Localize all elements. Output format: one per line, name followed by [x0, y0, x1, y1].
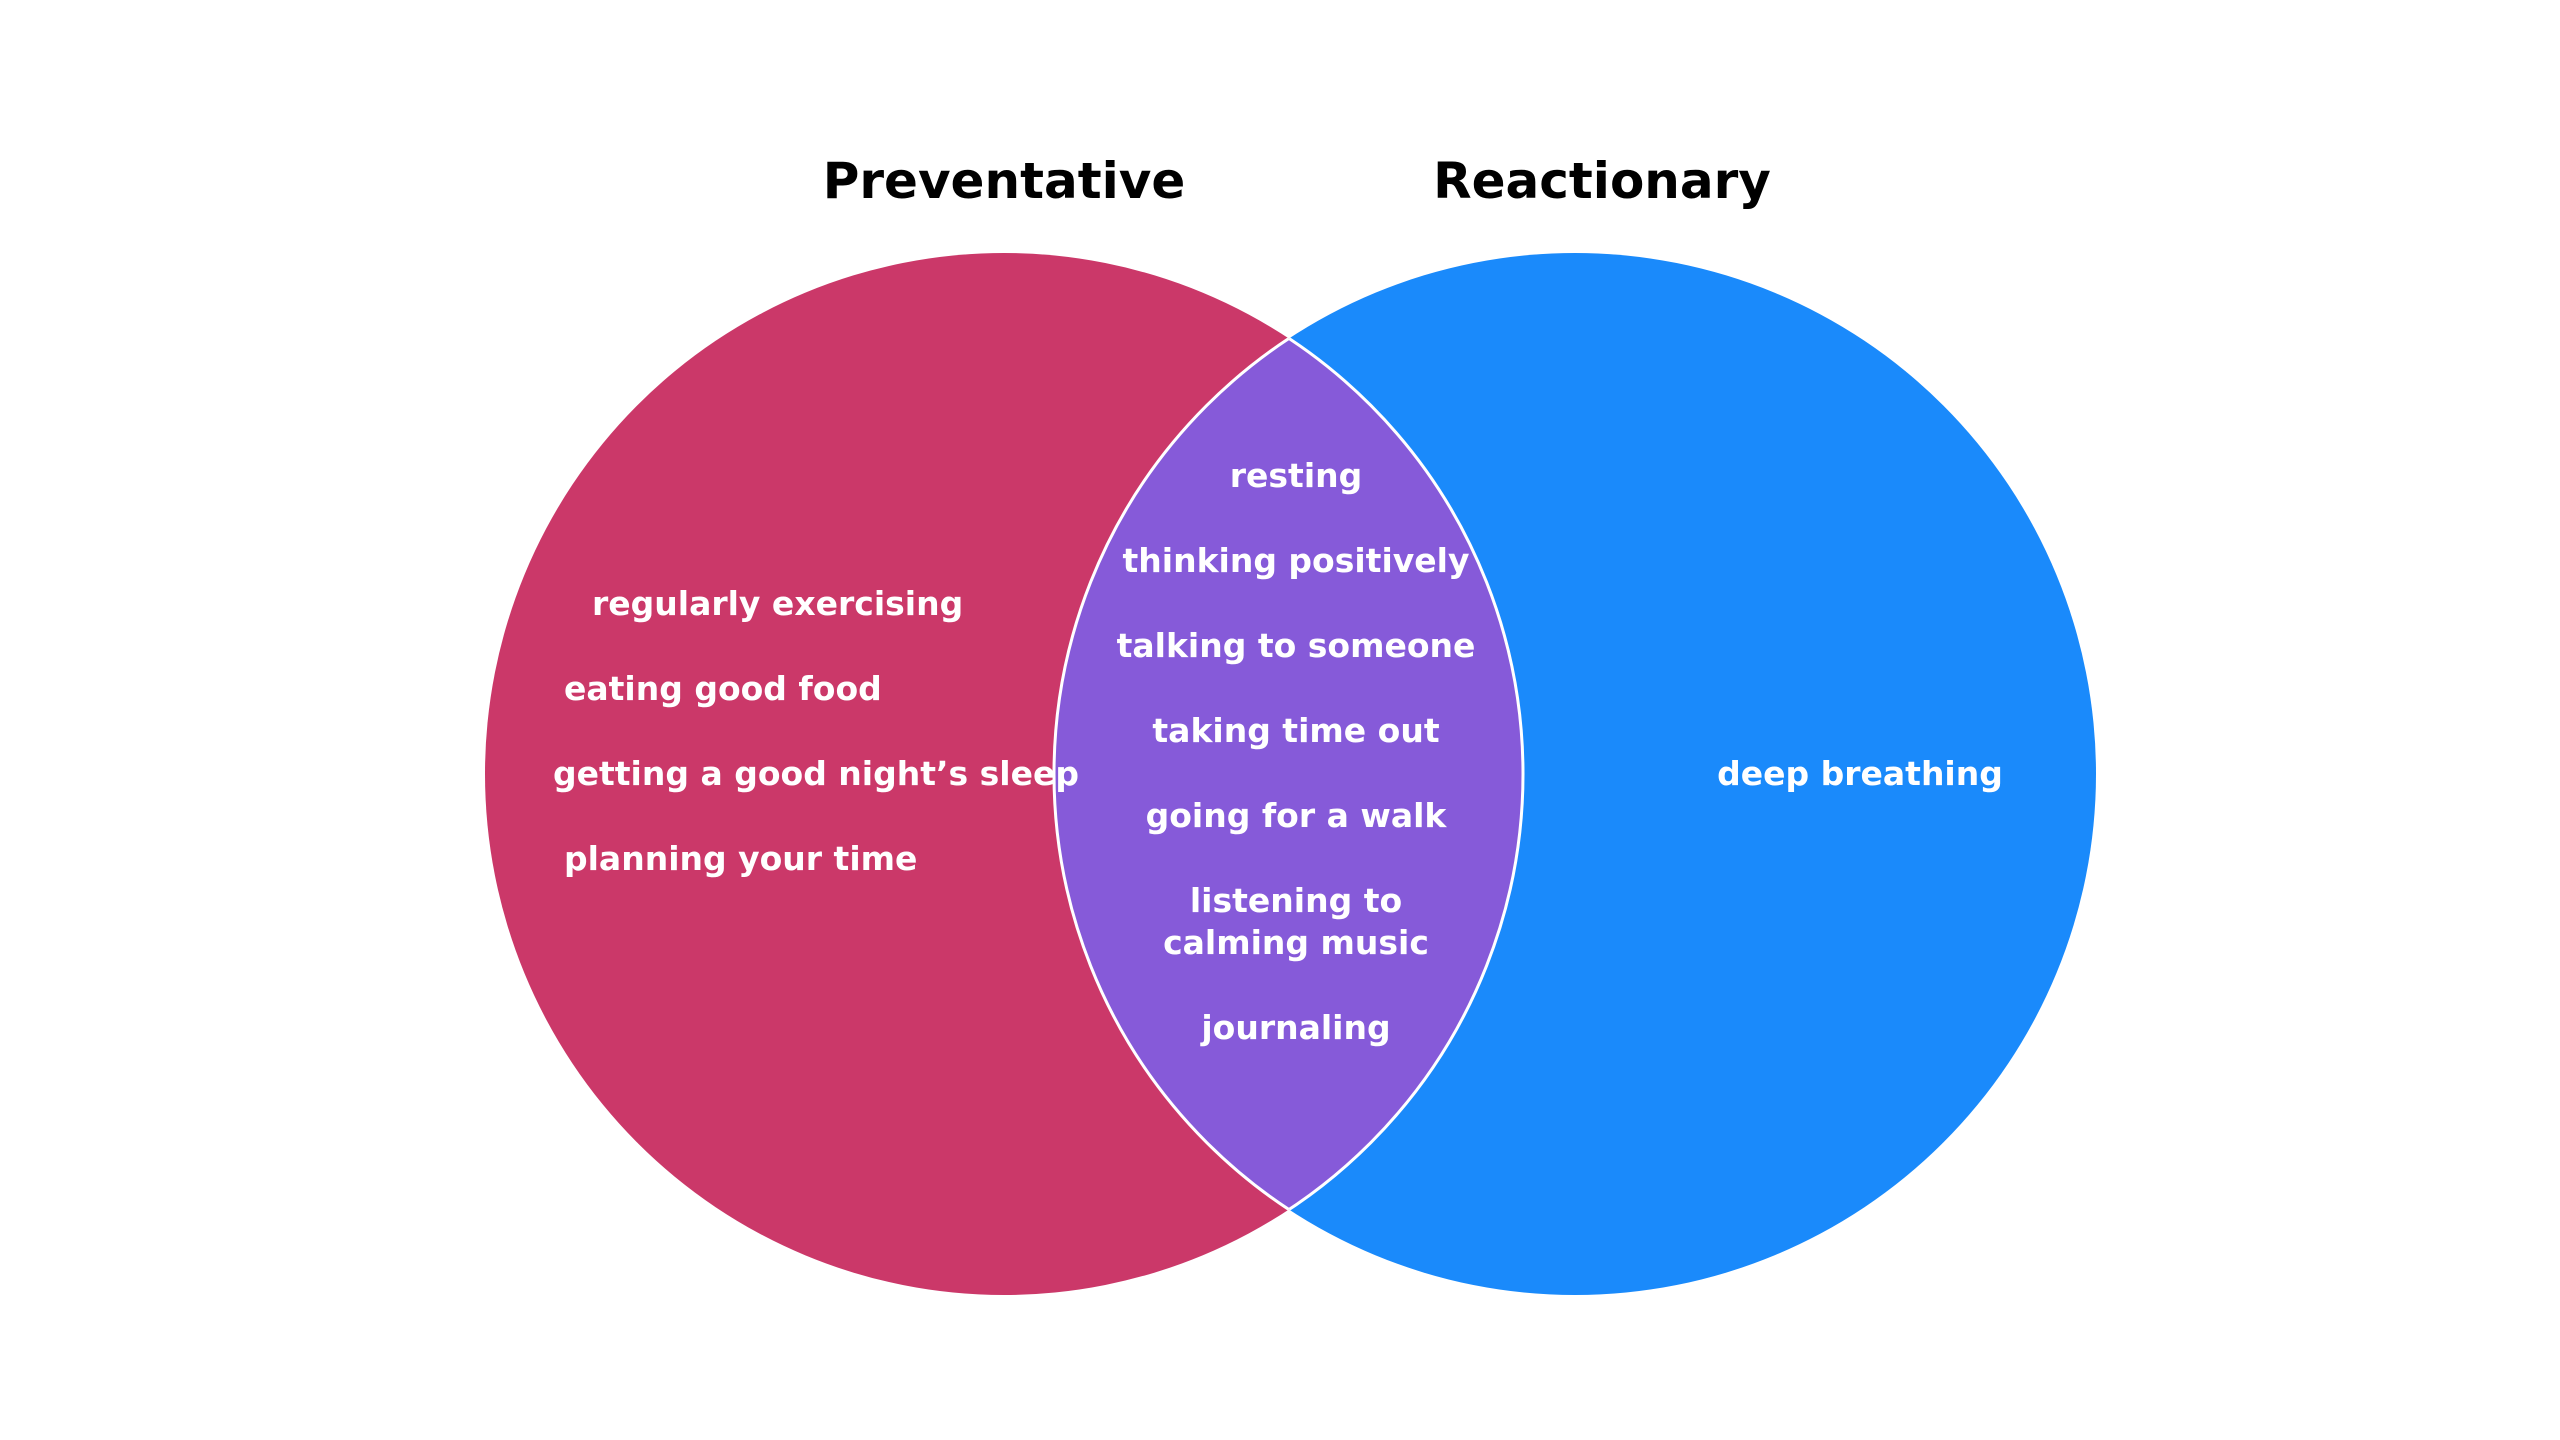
overlap-item: journaling [1199, 1008, 1390, 1047]
left-item: getting a good night’s sleep [553, 754, 1079, 793]
overlap-item: thinking positively [1123, 541, 1470, 580]
left-item: eating good food [564, 669, 882, 708]
overlap-outline-left [1054, 253, 1525, 1295]
overlap-item: resting [1230, 456, 1363, 495]
left-item: regularly exercising [592, 584, 963, 623]
preventative-title: Preventative [823, 152, 1186, 210]
reactionary-title: Reactionary [1433, 152, 1771, 210]
overlap-region [1054, 253, 1523, 1295]
right-item: deep breathing [1717, 754, 2003, 793]
overlap-item: listening to [1190, 881, 1402, 920]
overlap-item: talking to someone [1117, 626, 1476, 665]
overlap-item: calming music [1163, 923, 1429, 962]
overlap-outline-right [1052, 253, 1523, 1295]
overlap-item: going for a walk [1146, 796, 1448, 835]
left-item: planning your time [564, 839, 917, 878]
overlap-item: taking time out [1152, 711, 1439, 750]
